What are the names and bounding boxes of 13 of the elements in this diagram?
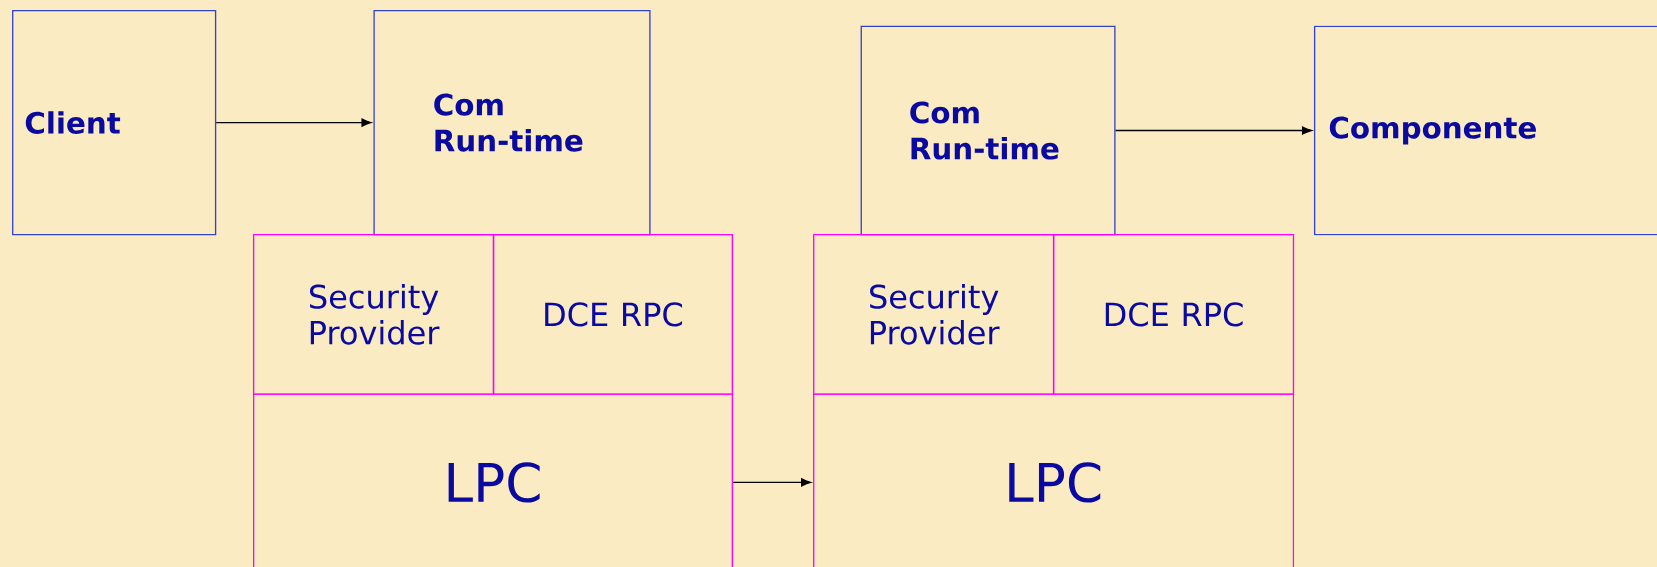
arrow: [732, 478, 812, 487]
client-box: Client: [12, 9, 217, 236]
protocol-cell: DCE RPC: [492, 233, 733, 395]
component-box: Componente: [1313, 25, 1657, 236]
transport-box: LPC: [813, 393, 1295, 567]
runtime-box: Com Run-time: [373, 9, 651, 236]
runtime-box: Com Run-time: [860, 25, 1116, 236]
security-cell: Security Provider: [813, 233, 1055, 395]
arrow: [1114, 126, 1312, 135]
security-cell: Security Provider: [252, 233, 495, 395]
transport-box: LPC: [252, 393, 733, 567]
arrow: [215, 118, 372, 127]
protocol-cell: DCE RPC: [1052, 233, 1295, 395]
